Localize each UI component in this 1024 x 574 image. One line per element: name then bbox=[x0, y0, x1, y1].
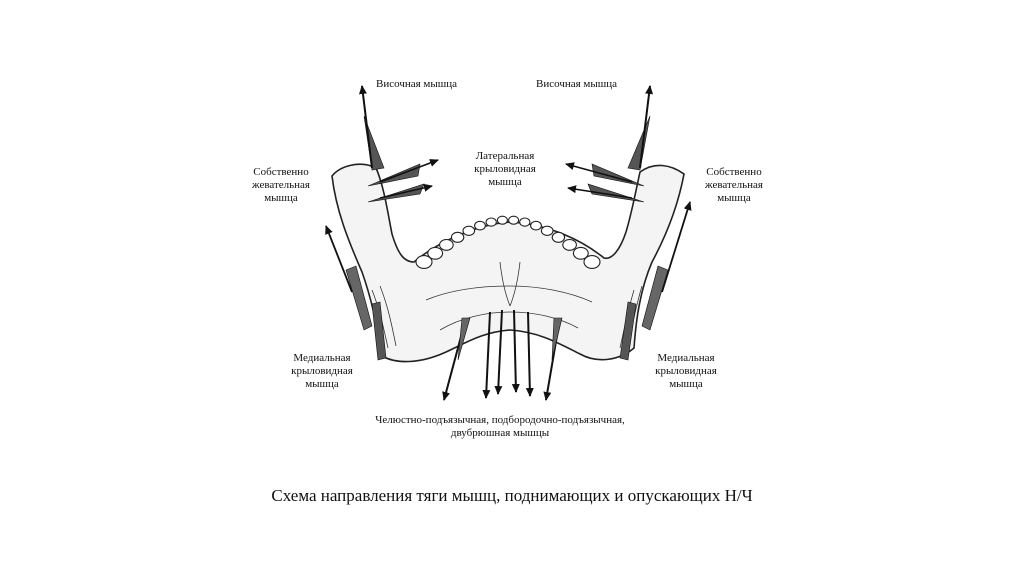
tooth bbox=[475, 221, 486, 230]
tooth bbox=[497, 216, 507, 224]
figure-caption: Схема направления тяги мышц, поднимающих… bbox=[0, 486, 1024, 506]
tooth bbox=[451, 232, 463, 242]
tooth bbox=[520, 218, 530, 226]
tooth bbox=[531, 221, 542, 230]
label-medial-pterygoid-right: Медиальная крыловидная мышца bbox=[636, 352, 736, 391]
tooth bbox=[584, 256, 600, 269]
temporal-left-arrow bbox=[362, 86, 372, 168]
tooth bbox=[541, 226, 553, 235]
lateral-pterygoid-right bbox=[566, 164, 644, 202]
tooth bbox=[463, 226, 475, 235]
label-masseter-right: Собственно жевательная мышца bbox=[684, 166, 784, 205]
tooth bbox=[509, 216, 519, 224]
temporal-muscle-left bbox=[362, 86, 384, 170]
tooth bbox=[563, 240, 577, 251]
lat-pterygoid-left-arrow-1 bbox=[380, 160, 438, 182]
temporal-muscle-right bbox=[628, 86, 650, 170]
label-lateral-pterygoid: Латеральная крыловидная мышца bbox=[450, 150, 560, 189]
label-temporal-left: Височная мышца bbox=[376, 78, 496, 91]
label-depressor-muscles: Челюстно-подъязычная, подбородочно-подъя… bbox=[330, 414, 670, 440]
tooth bbox=[552, 232, 564, 242]
label-medial-pterygoid-left: Медиальная крыловидная мышца bbox=[272, 352, 372, 391]
tooth bbox=[428, 247, 443, 259]
label-temporal-right: Височная мышца bbox=[536, 78, 656, 91]
tooth bbox=[486, 218, 496, 226]
tooth bbox=[440, 240, 454, 251]
label-masseter-left: Собственно жевательная мышца bbox=[236, 166, 326, 205]
temporal-right-arrow bbox=[640, 86, 650, 168]
